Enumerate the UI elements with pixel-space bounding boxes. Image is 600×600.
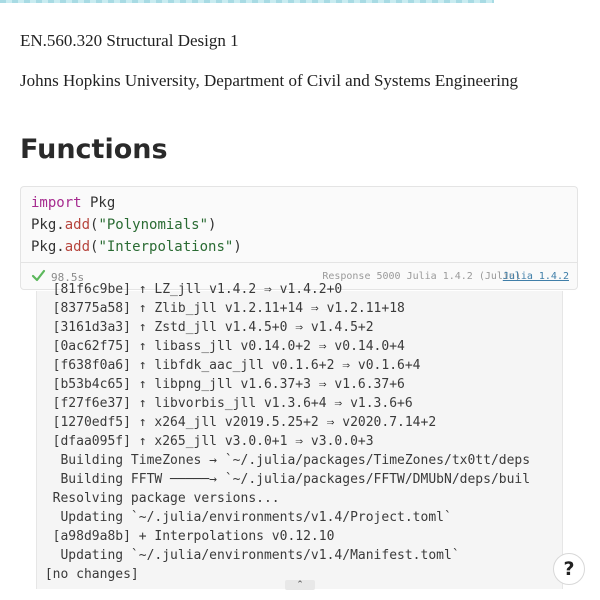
console-line: [dfaa095f] ↑ x265_jll v3.0.0+1 ⇒ v3.0.0+… bbox=[37, 434, 374, 449]
code-object: Pkg. bbox=[31, 239, 65, 255]
code-string: "Polynomials" bbox=[98, 217, 209, 233]
console-line: [a98d9a8b] + Interpolations v0.12.10 bbox=[37, 529, 335, 544]
console-line: Building FFTW ─────→ `~/.julia/packages/… bbox=[37, 472, 531, 487]
code-object: Pkg. bbox=[31, 217, 65, 233]
console-line: [83775a58] ↑ Zlib_jll v1.2.11+14 ⇒ v1.2.… bbox=[37, 301, 405, 316]
console-line: Updating `~/.julia/environments/v1.4/Man… bbox=[37, 548, 460, 563]
code-paren: ) bbox=[233, 239, 242, 255]
console-line: Resolving package versions... bbox=[37, 491, 280, 506]
code-line-2: Pkg.add("Polynomials") bbox=[31, 217, 216, 233]
cell-output-console[interactable]: [81f6c9be] ↑ LZ_jll v1.4.2 ⇒ v1.4.2+0 [8… bbox=[36, 282, 563, 589]
affiliation: Johns Hopkins University, Department of … bbox=[20, 71, 518, 90]
console-line: [b53b4c65] ↑ libpng_jll v1.6.37+3 ⇒ v1.6… bbox=[37, 377, 405, 392]
course-title: EN.560.320 Structural Design 1 bbox=[20, 31, 239, 50]
code-paren: ( bbox=[90, 239, 99, 255]
code-function: add bbox=[64, 239, 91, 255]
console-line: Updating `~/.julia/environments/v1.4/Pro… bbox=[37, 510, 452, 525]
console-line: [3161d3a3] ↑ Zstd_jll v1.4.5+0 ⇒ v1.4.5+… bbox=[37, 320, 374, 335]
console-line: Building TimeZones → `~/.julia/packages/… bbox=[37, 453, 531, 468]
code-function: add bbox=[64, 217, 91, 233]
code-string: "Interpolations" bbox=[98, 239, 234, 255]
help-button[interactable]: ? bbox=[553, 553, 585, 585]
section-heading: Functions bbox=[20, 134, 168, 165]
code-text: Pkg bbox=[81, 195, 116, 211]
code-cell-input[interactable]: import Pkg Pkg.add("Polynomials") Pkg.ad… bbox=[20, 186, 578, 262]
cell-status-bar: 98.5s Response 5000 Julia 1.4.2 (Julia) … bbox=[20, 262, 578, 290]
console-line: [no changes] bbox=[37, 567, 139, 582]
code-keyword: import bbox=[31, 195, 82, 211]
code-line-3: Pkg.add("Interpolations") bbox=[31, 239, 242, 255]
console-line: [f27f6e37] ↑ libvorbis_jll v1.3.6+4 ⇒ v1… bbox=[37, 396, 413, 411]
collapse-output-button[interactable]: ⌃ bbox=[285, 580, 315, 590]
reading-progress-bar bbox=[0, 0, 600, 3]
code-paren: ) bbox=[208, 217, 217, 233]
cell-runtime: 98.5s bbox=[51, 271, 85, 284]
console-line: [f638f0a6] ↑ libfdk_aac_jll v0.1.6+2 ⇒ v… bbox=[37, 358, 421, 373]
code-line-1: import Pkg bbox=[31, 195, 115, 211]
console-line: [0ac62f75] ↑ libass_jll v0.14.0+2 ⇒ v0.1… bbox=[37, 339, 405, 354]
console-line: [1270edf5] ↑ x264_jll v2019.5.25+2 ⇒ v20… bbox=[37, 415, 437, 430]
checkmark-icon bbox=[31, 269, 46, 282]
cell-runtime-info: Response 5000 Julia 1.4.2 (Julia) bbox=[322, 271, 521, 282]
julia-version-link[interactable]: Julia 1.4.2 bbox=[502, 271, 569, 282]
reading-progress-fill bbox=[0, 0, 494, 3]
code-paren: ( bbox=[90, 217, 99, 233]
console-line: [81f6c9be] ↑ LZ_jll v1.4.2 ⇒ v1.4.2+0 bbox=[37, 282, 343, 297]
